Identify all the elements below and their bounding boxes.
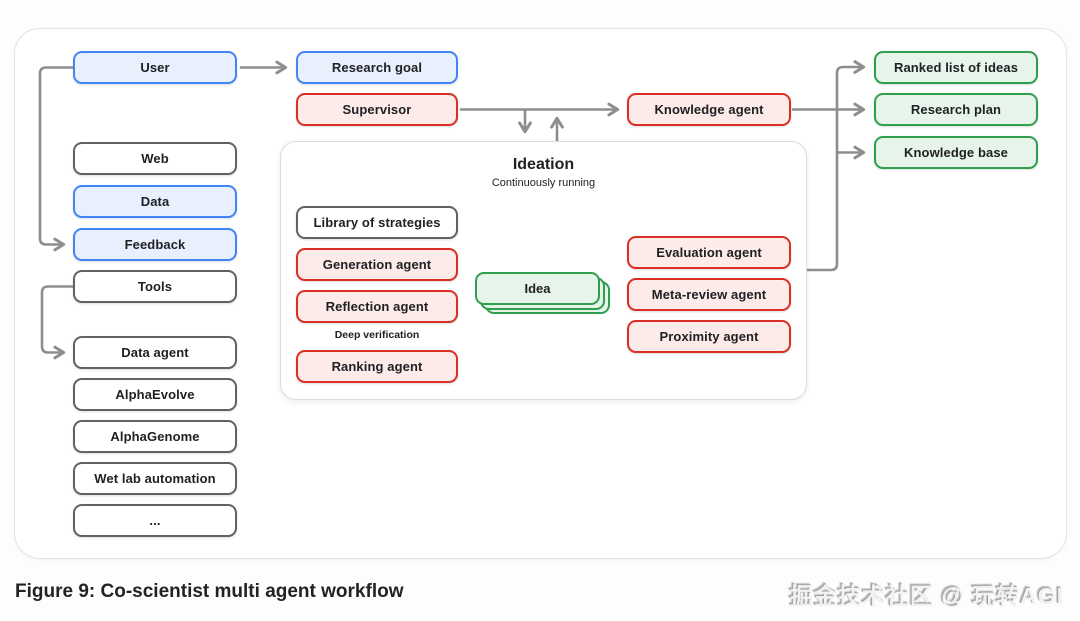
node-knowledge-agent: Knowledge agent <box>627 93 791 126</box>
node-reflection-agent: Reflection agent <box>296 290 458 323</box>
node-proximity-agent: Proximity agent <box>627 320 791 353</box>
watermark-text: 掘金技术社区 @ 玩转AGI <box>789 583 1064 609</box>
ideation-subtitle: Continuously running <box>491 177 596 189</box>
node-alpha-genome: AlphaGenome <box>73 420 237 453</box>
node-user: User <box>73 51 237 84</box>
idea-card: Idea <box>475 272 600 305</box>
node-ranking-agent: Ranking agent <box>296 350 458 383</box>
ideation-title: Ideation <box>512 156 575 173</box>
node-more-tools: ... <box>73 504 237 537</box>
node-library-of-strategies: Library of strategies <box>296 206 458 239</box>
node-alpha-evolve: AlphaEvolve <box>73 378 237 411</box>
node-tools: Tools <box>73 270 237 303</box>
node-meta-review-agent: Meta-review agent <box>627 278 791 311</box>
node-research-plan: Research plan <box>874 93 1038 126</box>
deep-verification-label: Deep verification <box>334 329 420 341</box>
node-ranked-list-of-ideas: Ranked list of ideas <box>874 51 1038 84</box>
node-evaluation-agent: Evaluation agent <box>627 236 791 269</box>
node-supervisor: Supervisor <box>296 93 458 126</box>
node-knowledge-base: Knowledge base <box>874 136 1038 169</box>
figure-caption: Figure 9: Co-scientist multi agent workf… <box>15 581 404 602</box>
idea-card-stack: Idea <box>475 272 615 317</box>
node-data-agent: Data agent <box>73 336 237 369</box>
node-wet-lab-automation: Wet lab automation <box>73 462 237 495</box>
node-feedback: Feedback <box>73 228 237 261</box>
node-research-goal: Research goal <box>296 51 458 84</box>
node-generation-agent: Generation agent <box>296 248 458 281</box>
node-data: Data <box>73 185 237 218</box>
node-web: Web <box>73 142 237 175</box>
